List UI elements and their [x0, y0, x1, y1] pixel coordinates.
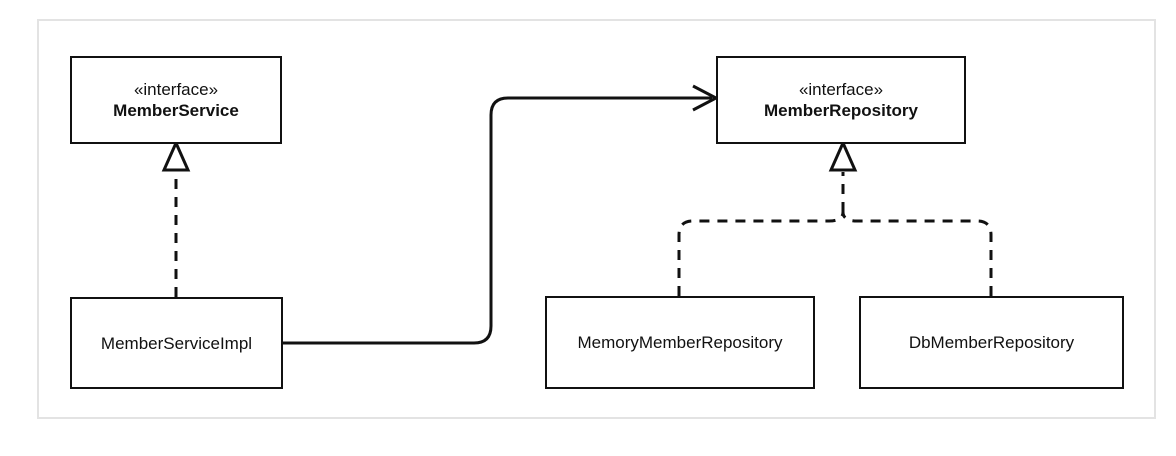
- member-service-impl-name: MemberServiceImpl: [100, 333, 253, 353]
- member-service-stereotype: «interface»: [133, 80, 219, 99]
- member-repository-name: MemberRepository: [764, 101, 918, 120]
- realization-memory-repo-line: [677, 211, 845, 296]
- memory-member-repository-box: MemoryMemberRepository: [545, 296, 815, 389]
- association-line: [281, 96, 712, 345]
- realization-service-arrowhead: [161, 139, 191, 172]
- member-service-interface-box: «interface» MemberService: [70, 56, 282, 144]
- realization-repository-arrowhead: [828, 139, 858, 172]
- member-repository-stereotype: «interface»: [798, 80, 884, 99]
- db-member-repository-name: DbMemberRepository: [908, 333, 1075, 352]
- realization-db-repo-line: [841, 211, 993, 296]
- member-service-name: MemberService: [113, 101, 239, 120]
- db-member-repository-box: DbMemberRepository: [859, 296, 1124, 389]
- memory-member-repository-name: MemoryMemberRepository: [577, 333, 783, 352]
- member-repository-interface-box: «interface» MemberRepository: [716, 56, 966, 144]
- member-service-impl-box: MemberServiceImpl: [70, 297, 283, 389]
